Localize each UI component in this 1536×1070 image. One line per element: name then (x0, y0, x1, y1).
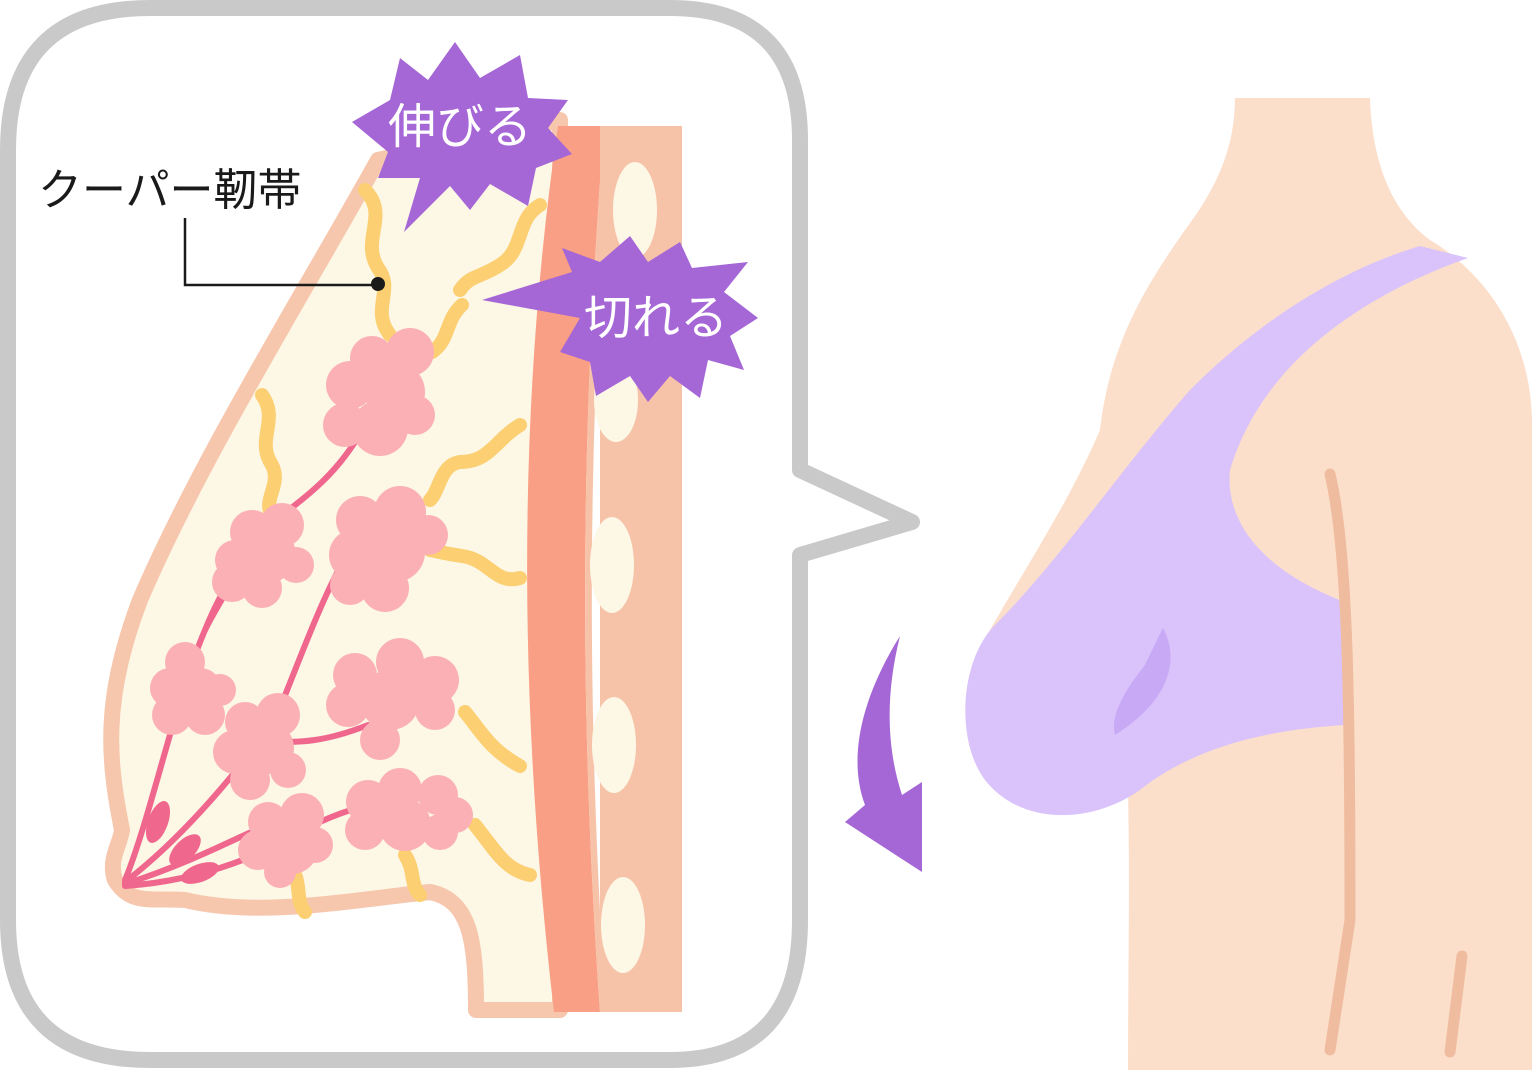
gland-lobule (329, 486, 448, 612)
gland-lobule (213, 693, 306, 800)
bra-shadow (1114, 628, 1171, 735)
ligament-leader (183, 218, 385, 291)
gland-lobule (150, 642, 236, 735)
duct-bulbs (145, 801, 220, 884)
mammary-glands (150, 328, 473, 888)
leader-dot (371, 277, 385, 291)
body-line (1324, 468, 1356, 1056)
rib (613, 162, 657, 258)
rib (590, 517, 634, 613)
gland-lobule (212, 503, 314, 608)
ribs (590, 162, 657, 973)
gland-lobule (326, 638, 459, 760)
cooper-ligaments (255, 183, 547, 919)
gland-lobule (323, 328, 435, 456)
curved-down-arrow-icon (845, 636, 922, 872)
label-stretch: 伸びる (388, 99, 532, 155)
body-line (1444, 950, 1468, 1058)
label-ligament: クーパー靭帯 (38, 165, 302, 216)
label-tear: 切れる (584, 290, 728, 346)
gland-lobule (345, 768, 473, 851)
rib (592, 697, 636, 793)
rib (601, 877, 645, 973)
tear-burst: 切れる (482, 236, 758, 402)
gland-lobule (238, 793, 333, 888)
torso-figure (845, 98, 1532, 1070)
stretch-burst: 伸びる (352, 42, 572, 232)
